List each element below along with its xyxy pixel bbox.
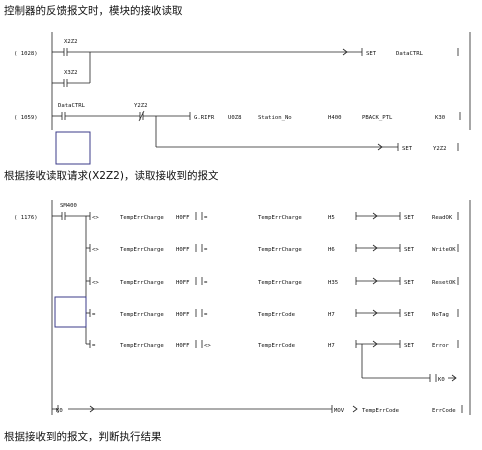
row-val: H0FF bbox=[176, 280, 190, 286]
rung2-fb-arg5: K30 bbox=[435, 115, 445, 121]
row-cmp1: = bbox=[92, 343, 96, 349]
row-val: H0FF bbox=[176, 312, 190, 318]
row-dev: ReadOK bbox=[432, 215, 453, 221]
row-dev: NoTag bbox=[432, 312, 449, 318]
rung2-contact-a-label: DataCTRL bbox=[58, 103, 86, 109]
caption-bottom: 根据接收到的报文，判断执行结果 bbox=[4, 431, 162, 443]
row-src: TempErrCharge bbox=[120, 215, 164, 221]
row-cmp2: = bbox=[204, 247, 208, 253]
row-cmp1: <> bbox=[92, 215, 99, 221]
row-val: H0FF bbox=[176, 215, 190, 221]
rung2-out-dev: Y2Z2 bbox=[433, 146, 446, 152]
row-cmd: SET bbox=[404, 280, 415, 286]
row-dev: Error bbox=[432, 343, 449, 349]
row-cmp1: <> bbox=[92, 247, 99, 253]
caption-top: 控制器的反馈报文时，模块的接收读取 bbox=[4, 5, 183, 17]
k0-label: K0 bbox=[438, 377, 445, 383]
rung2-highlight-box bbox=[55, 131, 91, 165]
rung4-dst: ErrCode bbox=[432, 408, 456, 414]
rung3-step: ( 1176) bbox=[14, 215, 38, 221]
row-cmd: SET bbox=[404, 343, 415, 349]
row-k: H7 bbox=[328, 312, 335, 318]
row-src: TempErrCharge bbox=[120, 247, 164, 253]
row-val: H0FF bbox=[176, 343, 190, 349]
row-dev: WriteOK bbox=[432, 247, 456, 253]
rung2-fb-arg3: H400 bbox=[328, 115, 341, 121]
rung1-contact-b-label: X3Z2 bbox=[64, 70, 77, 76]
row-cmp2: = bbox=[204, 312, 208, 318]
row-ref: TempErrCharge bbox=[258, 247, 302, 253]
rung2-fb-arg1: U0Z8 bbox=[228, 115, 242, 121]
rung4-label: K0 bbox=[56, 408, 63, 414]
rung2-out-cmd: SET bbox=[402, 146, 413, 152]
row-k: H7 bbox=[328, 343, 335, 349]
rung2-fb-name: G.RIFR bbox=[194, 115, 215, 121]
rung3-contact-label: SM400 bbox=[60, 203, 77, 209]
rung4-arrow-icon bbox=[89, 405, 95, 413]
row-src: TempErrCharge bbox=[120, 280, 164, 286]
row-cmp2: <> bbox=[204, 343, 211, 349]
rung4-cmd: MOV bbox=[334, 408, 345, 414]
row-k: H6 bbox=[328, 247, 335, 253]
caption-middle: 根据接收读取请求(X2Z2)，读取接收到的报文 bbox=[4, 170, 219, 182]
row-cmp1: <> bbox=[92, 280, 99, 286]
rung4-src: TempErrCode bbox=[362, 408, 400, 414]
rung1-out-dev: DataCTRL bbox=[396, 51, 424, 57]
rung2-step: ( 1059) bbox=[14, 115, 38, 121]
rung2-fb-arg4: PBACK_PTL bbox=[362, 115, 393, 121]
row-cmp2: = bbox=[204, 215, 208, 221]
row-cmd: SET bbox=[404, 312, 415, 318]
row-src: TempErrCharge bbox=[120, 343, 164, 349]
rung1-contact-a-label: X2Z2 bbox=[64, 39, 77, 45]
rung1-step: ( 1028) bbox=[14, 51, 38, 57]
row-dev: ResetOK bbox=[432, 280, 456, 286]
rung3-highlight-box bbox=[54, 296, 87, 328]
rung2-contact-b-label: Y2Z2 bbox=[134, 103, 147, 109]
rung3-row-wires bbox=[86, 212, 459, 382]
row-ref: TempErrCharge bbox=[258, 280, 302, 286]
rung1-out-cmd: SET bbox=[366, 51, 377, 57]
row-ref: TempErrCode bbox=[258, 312, 296, 318]
rung2-fb-arg2: Station_No bbox=[258, 115, 292, 121]
row-src: TempErrCharge bbox=[120, 312, 164, 318]
row-k: H35 bbox=[328, 280, 338, 286]
row-ref: TempErrCode bbox=[258, 343, 296, 349]
row-cmp1: = bbox=[92, 312, 96, 318]
row-cmd: SET bbox=[404, 247, 415, 253]
row-val: H0FF bbox=[176, 247, 190, 253]
row-ref: TempErrCharge bbox=[258, 215, 302, 221]
row-cmp2: = bbox=[204, 280, 208, 286]
row-k: H5 bbox=[328, 215, 335, 221]
row-cmd: SET bbox=[404, 215, 415, 221]
